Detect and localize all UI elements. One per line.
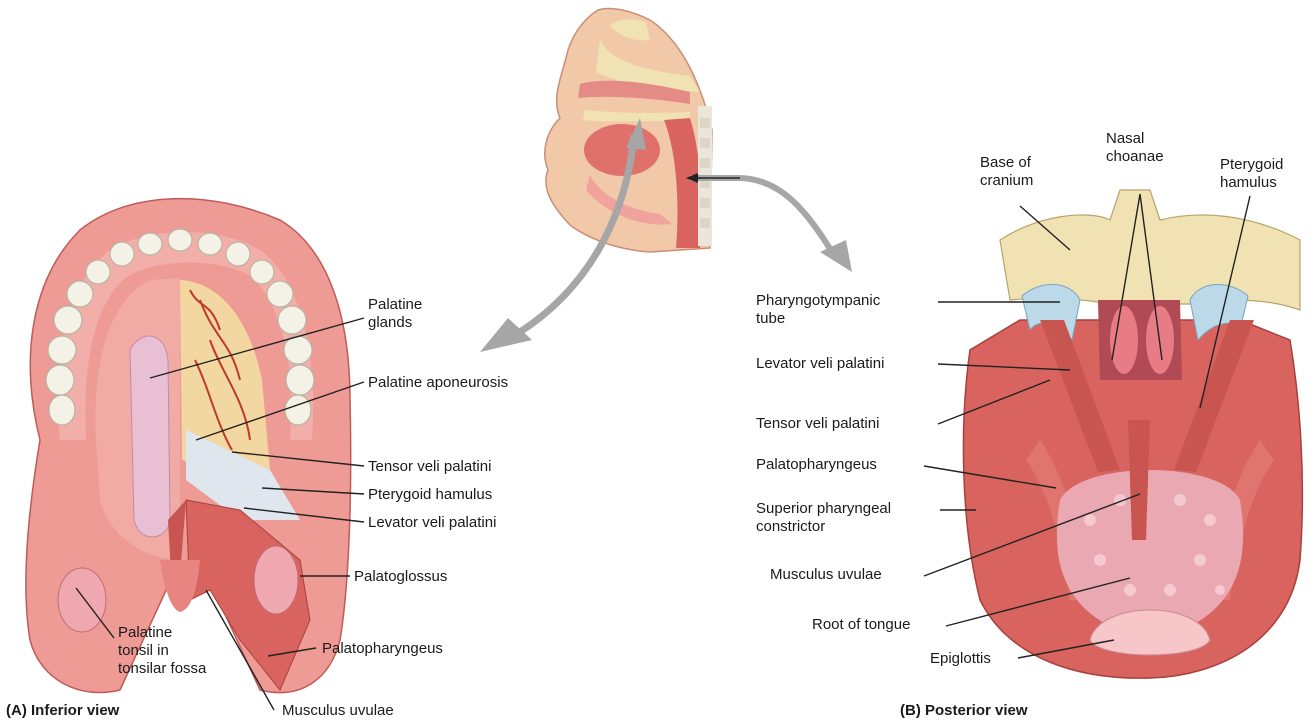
label-pterygoid-hamulus-b: Pterygoid hamulus [1220, 156, 1310, 192]
caption-posterior-view: (B) Posterior view [900, 702, 1028, 720]
label-superior-pharyngeal-constrictor: Superior pharyngeal constrictor [756, 500, 946, 536]
label-nasal-choanae: Nasal choanae [1106, 130, 1196, 166]
label-palatopharyngeus-b: Palatopharyngeus [756, 456, 877, 474]
label-palatoglossus: Palatoglossus [354, 568, 447, 586]
label-palatine-tonsil: Palatine tonsil in tonsilar fossa [118, 624, 258, 678]
label-musculus-uvulae-b: Musculus uvulae [770, 566, 882, 584]
label-palatine-glands: Palatine glands [368, 296, 478, 332]
label-root-of-tongue: Root of tongue [812, 616, 910, 634]
inferior-view-illustration [26, 199, 351, 693]
sagittal-head-illustration [545, 8, 712, 252]
caption-inferior-view: (A) Inferior view [6, 702, 119, 720]
label-epiglottis: Epiglottis [930, 650, 991, 668]
label-palatopharyngeus-a: Palatopharyngeus [322, 640, 443, 658]
label-palatine-aponeurosis: Palatine aponeurosis [368, 374, 508, 392]
label-tensor-veli-palatini-a: Tensor veli palatini [368, 458, 491, 476]
arrow-head-left [480, 318, 532, 352]
label-tensor-veli-palatini-b: Tensor veli palatini [756, 415, 879, 433]
label-pterygoid-hamulus-a: Pterygoid hamulus [368, 486, 492, 504]
posterior-view-illustration [963, 190, 1302, 678]
label-musculus-uvulae-a: Musculus uvulae [282, 702, 394, 720]
label-levator-veli-palatini-a: Levator veli palatini [368, 514, 496, 532]
label-base-of-cranium: Base of cranium [980, 154, 1070, 190]
label-levator-veli-palatini-b: Levator veli palatini [756, 355, 884, 373]
label-pharyngotympanic-tube: Pharyngotympanic tube [756, 292, 936, 328]
